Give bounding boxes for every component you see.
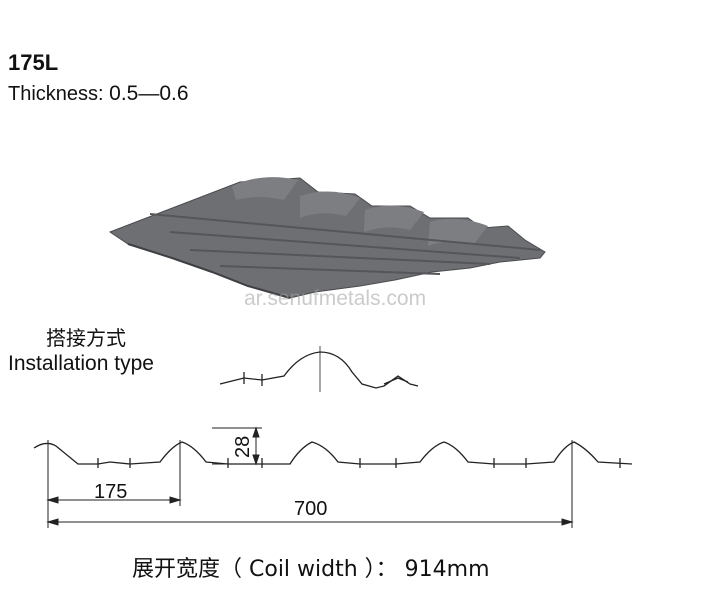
roof-ridge-1 <box>232 177 298 200</box>
roof-step-4 <box>219 265 441 275</box>
thickness-label: Thickness: <box>8 83 104 105</box>
pitch-dimension-label: 175 <box>94 481 127 503</box>
cross-section-profile <box>33 441 633 468</box>
roof-sheet-illustration <box>108 177 546 299</box>
watermark-text: ar.senufmetals.com <box>244 287 427 310</box>
width-arrow-right <box>561 518 574 526</box>
height-arrow-bottom <box>252 454 260 466</box>
roof-step-3 <box>189 249 491 265</box>
roof-step-1 <box>149 213 541 251</box>
model-title: 175L <box>8 50 59 75</box>
pitch-arrow-right <box>169 496 182 504</box>
height-arrow-top <box>252 426 260 438</box>
height-dimension-label: 28 <box>232 436 254 458</box>
roof-step-2 <box>169 231 521 259</box>
width-arrow-left <box>46 518 59 526</box>
section-profile-line <box>33 441 633 465</box>
width-dimension-label: 700 <box>294 498 327 520</box>
thickness-value: 0.5—0.6 <box>109 82 189 105</box>
roof-ridge-3 <box>364 205 424 232</box>
roof-ridge-4 <box>428 218 488 246</box>
thickness-spec: Thickness: 0.5—0.6 <box>8 82 189 106</box>
dimension-lines <box>46 426 574 528</box>
installation-profile <box>219 346 419 392</box>
coil-width-caption: 展开宽度（ Coil width ）： 914mm <box>132 557 490 582</box>
roof-ridge-2 <box>300 191 360 218</box>
lap-overlap-line <box>383 377 409 385</box>
roof-front-edge <box>127 243 291 299</box>
installation-label-cn: 搭接方式 <box>46 326 126 350</box>
pitch-arrow-left <box>46 496 59 504</box>
installation-label-en: Installation type <box>8 352 154 375</box>
